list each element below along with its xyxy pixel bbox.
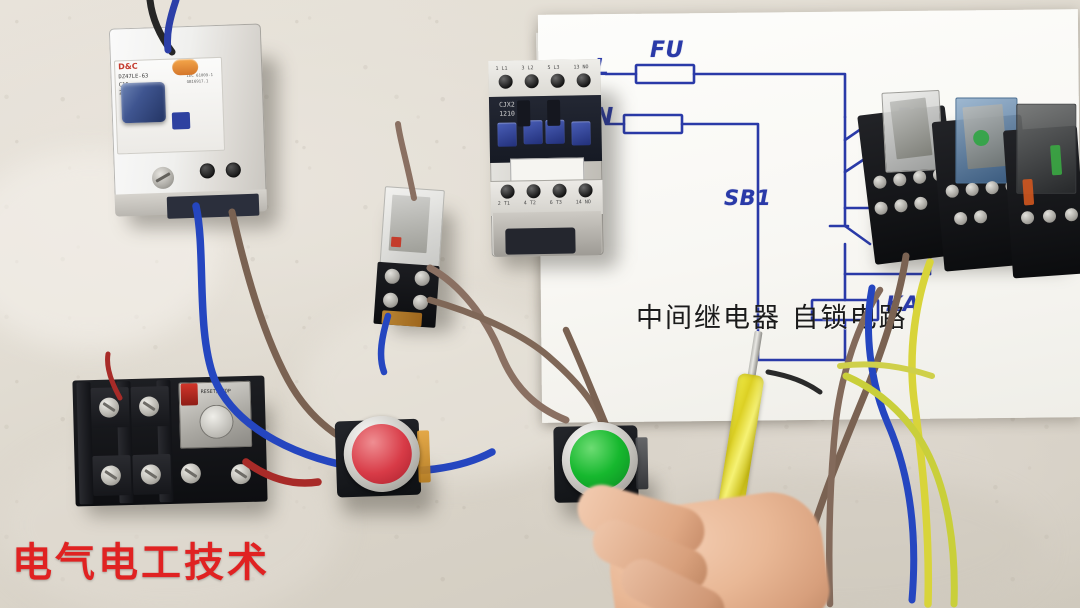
contactor-terminal-label: 4 T2 (523, 200, 536, 207)
contactor-submodel-text: 1210 (499, 109, 515, 118)
relay-tape (381, 310, 423, 327)
schematic-caption: 中间继电器 自锁电路 (636, 303, 908, 334)
contactor-model-text: CJX2 (498, 100, 515, 109)
contactor-din-foot (505, 227, 576, 255)
contactor-terminal-label: 14 NO (575, 199, 591, 206)
intermediate-relay[interactable] (373, 186, 447, 332)
contactor-coil-block (497, 122, 517, 147)
contactor-coil-block (571, 121, 591, 146)
overload-reset-label: RESET/STOP (200, 388, 231, 396)
contactor-model: CJX2 1210 (499, 101, 515, 119)
contactor-terminal-label: 3 L2 (521, 65, 534, 72)
breaker-test-button[interactable] (171, 58, 199, 76)
ac-contactor[interactable]: 1 L1 3 L2 5 L3 13 NO CJX2 1210 2 T1 4 T2… (488, 59, 604, 257)
overload-reset-button[interactable] (180, 383, 199, 406)
breaker-brand: D&C (117, 61, 138, 72)
schematic-label-SB1: SB1 (724, 186, 772, 210)
relay-internals (889, 97, 933, 160)
contactor-terminal-label: 13 NO (573, 64, 589, 71)
breaker-indicator (171, 111, 191, 130)
breaker-model-text: DZ47LE-63 (118, 73, 149, 81)
relay-module-3[interactable] (1002, 103, 1080, 279)
contactor-armature (546, 99, 561, 126)
rcbo-circuit-breaker[interactable]: D&C DZ47LE-63 C16 230V~ 50Hz IEC 61009-1… (108, 23, 268, 219)
contactor-terminal-label: 5 L3 (547, 64, 560, 71)
contactor-armature (516, 100, 531, 127)
operator-hand (560, 470, 850, 608)
channel-watermark: 电气电工技术 (12, 540, 270, 586)
relay-led-orange (1022, 178, 1035, 206)
breaker-din-clip (166, 193, 260, 219)
contactor-terminal-label: 6 T3 (549, 199, 562, 206)
schematic-label-FU: FU (650, 38, 684, 63)
relay-red-marker (390, 236, 402, 248)
thermal-overload-relay[interactable]: RESET/STOP (72, 375, 268, 507)
contactor-terminal-label: 1 L1 (495, 65, 508, 72)
stop-push-button[interactable] (328, 412, 433, 508)
relay-led-green (1050, 144, 1063, 176)
breaker-toggle-lever[interactable] (120, 81, 167, 124)
contactor-terminal-label: 2 T1 (497, 200, 510, 207)
